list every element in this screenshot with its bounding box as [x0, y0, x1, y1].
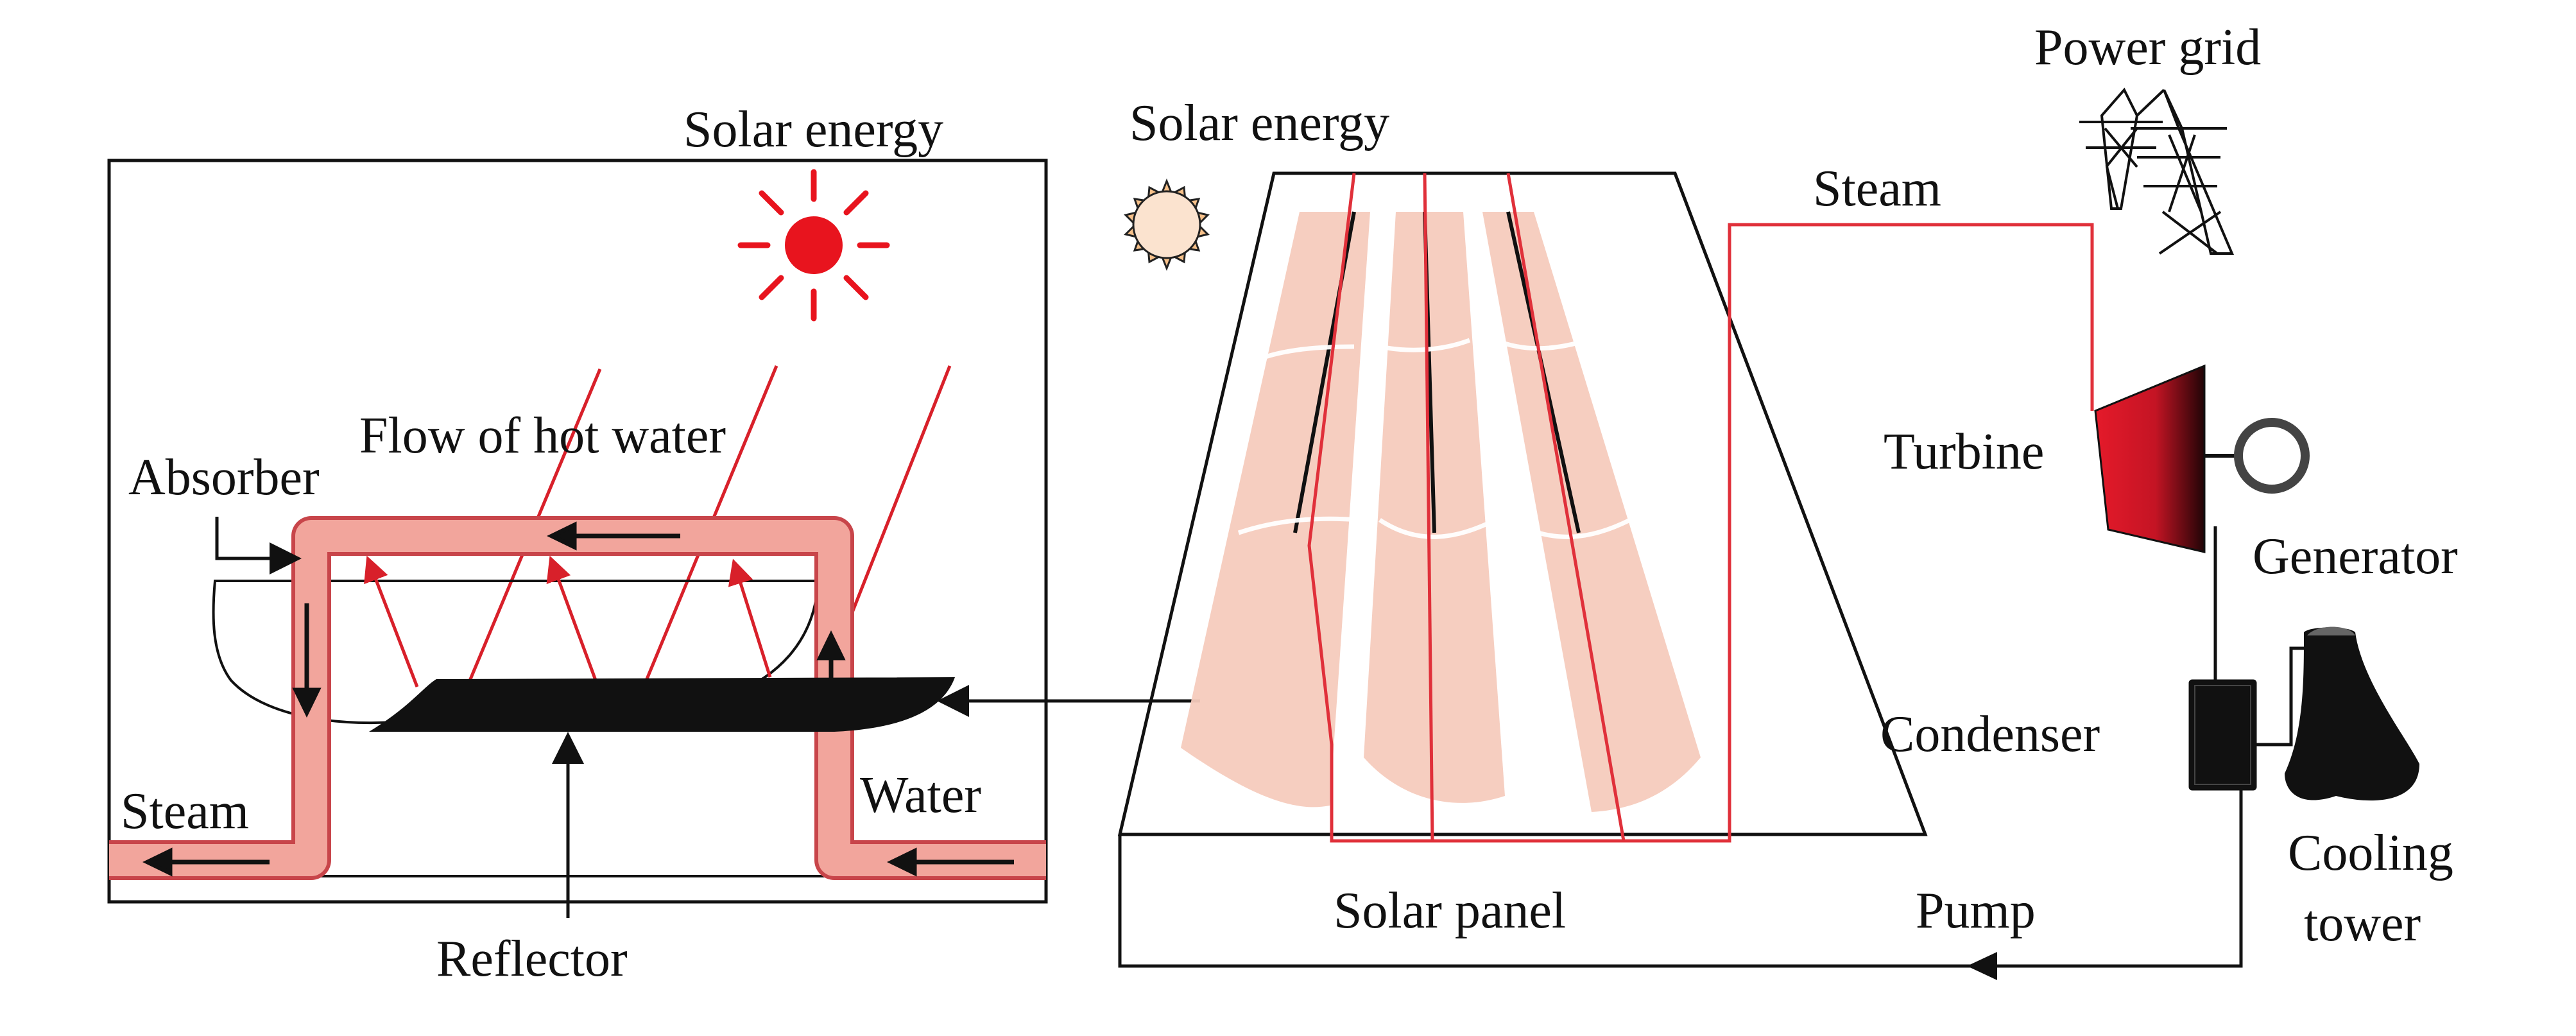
condenser-icon — [2188, 679, 2257, 791]
label-condenser: Condenser — [1880, 706, 2100, 763]
reflected-rays — [364, 555, 772, 687]
label-tower: tower — [2304, 895, 2421, 952]
red-sun-icon — [737, 169, 890, 322]
trough-outline — [212, 580, 820, 725]
label-reflector: Reflector — [436, 931, 628, 987]
label-solar-energy-right: Solar energy — [1129, 95, 1389, 151]
power-grid-tower-icon — [2079, 87, 2235, 255]
trough-collector-inset: Solar energy Flow of hot water Absorber … — [107, 101, 1048, 987]
label-power-grid: Power grid — [2034, 19, 2261, 76]
pipe-flow-arrows — [142, 521, 1014, 877]
label-pump: Pump — [1916, 883, 2036, 939]
label-cooling: Cooling — [2288, 825, 2453, 881]
label-absorber: Absorber — [128, 449, 320, 506]
steam-pipe-network — [1307, 173, 2094, 843]
label-flow-of-hot-water: Flow of hot water — [359, 408, 726, 464]
inset-frame — [107, 159, 1048, 904]
parabolic-troughs — [1181, 211, 1701, 812]
generator-icon — [2204, 418, 2310, 494]
label-water: Water — [860, 767, 981, 824]
label-solar-panel: Solar panel — [1334, 883, 1566, 939]
reflector-plate — [369, 677, 955, 732]
solar-panel-field — [1117, 171, 1928, 836]
label-solar-energy-left: Solar energy — [683, 101, 943, 158]
label-turbine: Turbine — [1884, 424, 2044, 480]
absorber-pointer-arrow — [215, 517, 302, 574]
label-generator: Generator — [2253, 528, 2458, 585]
pale-sun-icon — [1124, 178, 1210, 272]
pump-flow-arrow — [1967, 952, 1997, 980]
cooling-tower-icon — [2256, 626, 2419, 801]
label-steam-top: Steam — [1813, 160, 1941, 217]
label-steam-left: Steam — [121, 783, 249, 840]
turbine-icon — [2094, 364, 2206, 553]
